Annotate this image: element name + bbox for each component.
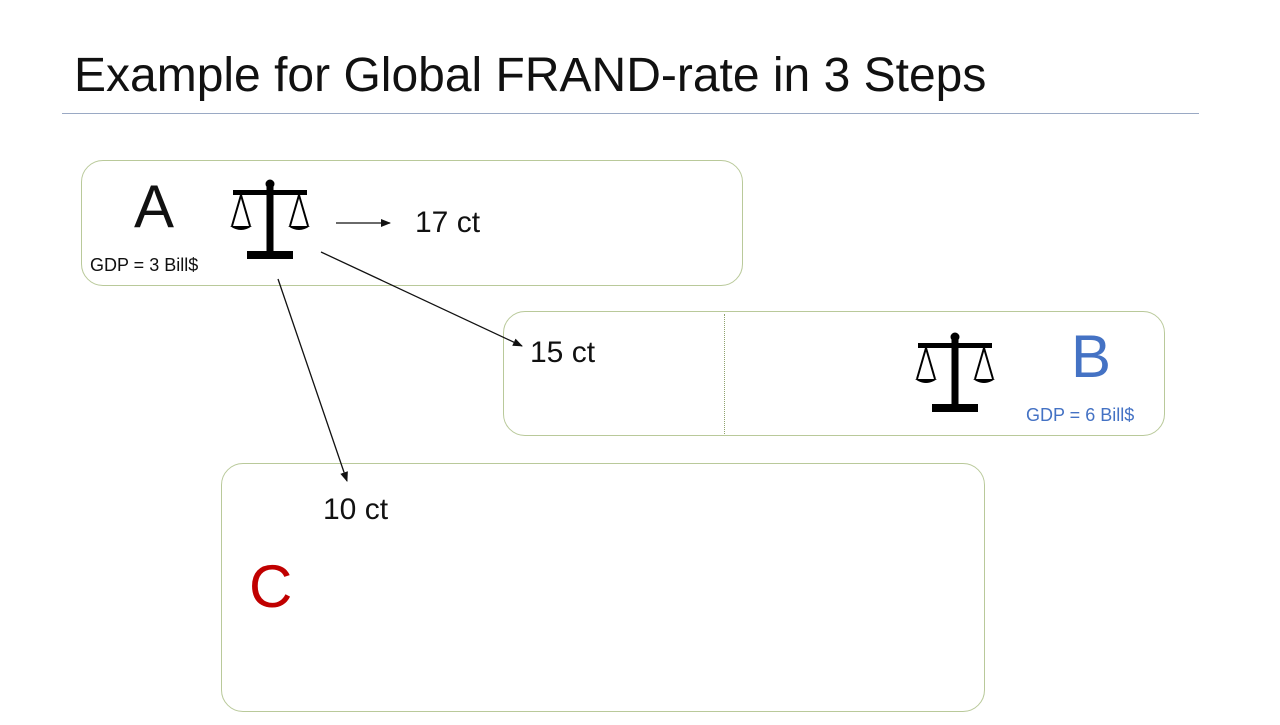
country-c-box xyxy=(221,463,985,712)
country-a-letter: A xyxy=(134,173,175,240)
country-b-letter: B xyxy=(1071,323,1112,390)
box-b-divider xyxy=(724,314,725,434)
rate-a-to-b: 15 ct xyxy=(530,336,596,369)
country-a-gdp: GDP = 3 Bill$ xyxy=(90,255,199,275)
slide-title: Example for Global FRAND-rate in 3 Steps xyxy=(74,49,987,102)
country-a-box xyxy=(81,160,743,286)
arrow-a-to-c xyxy=(277,278,348,482)
scales-of-justice-icon xyxy=(230,179,310,259)
country-c-letter: C xyxy=(249,553,293,620)
rate-a-to-c: 10 ct xyxy=(323,493,389,526)
country-b-gdp: GDP = 6 Bill$ xyxy=(1026,405,1135,425)
country-b-box xyxy=(503,311,1165,436)
arrow-a-to-b xyxy=(320,251,523,347)
scales-of-justice-icon xyxy=(915,332,995,412)
rate-a-to-a: 17 ct xyxy=(415,206,481,239)
title-underline xyxy=(62,113,1199,114)
